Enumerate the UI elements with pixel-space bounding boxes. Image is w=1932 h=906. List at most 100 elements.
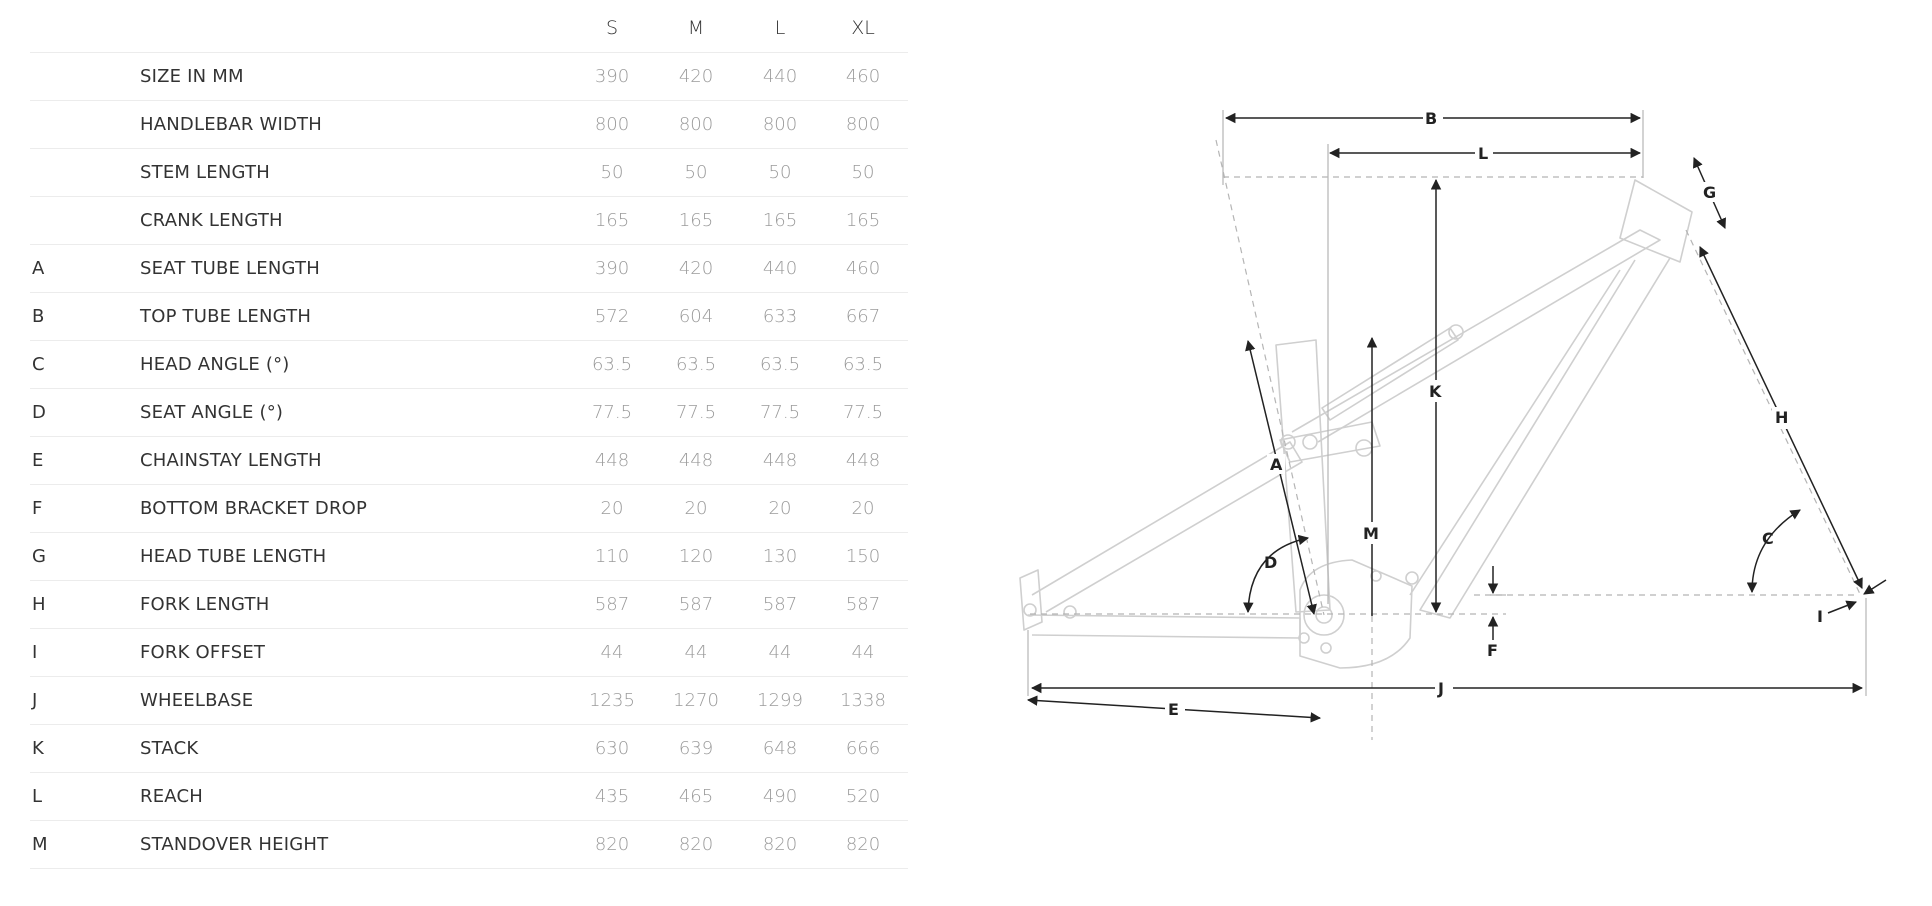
value-s: 390 [594, 66, 630, 87]
value-s: 50 [600, 162, 624, 183]
dimension-letter: J [32, 690, 38, 711]
dim-i-upper-arrow [1863, 579, 1887, 595]
rear-axle-outline [1023, 603, 1037, 617]
value-s: 63.5 [591, 354, 633, 375]
value-l: 1299 [757, 690, 803, 711]
value-xl: 820 [845, 834, 881, 855]
stay-pivot-outline [1063, 605, 1077, 619]
dim-label-k: K [1429, 382, 1442, 401]
m-knockout [1361, 522, 1383, 544]
dimension-letter: L [32, 786, 43, 807]
dimension-label: REACH [140, 786, 203, 807]
guide-lines [1030, 139, 1861, 740]
value-m: 820 [678, 834, 714, 855]
value-s: 448 [594, 450, 630, 471]
frame-geometry-diagram: B L K M A G H C D E F I J [980, 90, 1900, 770]
dimension-label: HANDLEBAR WIDTH [140, 114, 322, 135]
value-m: 639 [678, 738, 714, 759]
value-m: 20 [684, 498, 708, 519]
value-m: 165 [678, 210, 714, 231]
dimension-label: STACK [140, 738, 199, 759]
dim-label-e: E [1168, 700, 1179, 719]
dimension-letter: G [32, 546, 46, 567]
link-pivot-2-outline [1302, 434, 1318, 450]
down-tube-outline [1419, 257, 1671, 619]
value-s: 630 [594, 738, 630, 759]
chainstay-bolt-outline [1405, 571, 1419, 585]
dim-label-j: J [1437, 679, 1444, 698]
a-knockout [1267, 454, 1285, 474]
value-s: 435 [594, 786, 630, 807]
dim-d-arc [1243, 534, 1310, 614]
value-l: 440 [762, 66, 798, 87]
dimension-label: HEAD TUBE LENGTH [140, 546, 327, 567]
dimension-lines [1026, 112, 1887, 723]
dimension-label: SEAT ANGLE (°) [140, 402, 284, 423]
value-m: 420 [678, 66, 714, 87]
h-knockout [1772, 407, 1792, 429]
value-l: 165 [762, 210, 798, 231]
value-xl: 800 [845, 114, 881, 135]
value-l: 50 [768, 162, 792, 183]
value-m: 120 [678, 546, 714, 567]
dimension-letter: C [32, 354, 45, 375]
dimension-label: WHEELBASE [140, 690, 254, 711]
value-s: 165 [594, 210, 630, 231]
value-s: 800 [594, 114, 630, 135]
dimension-label: STEM LENGTH [140, 162, 270, 183]
value-s: 20 [600, 498, 624, 519]
value-m: 604 [678, 306, 714, 327]
seat-stay-outline [1031, 441, 1303, 613]
dim-c-arc [1746, 509, 1801, 594]
head-tube-outline [1619, 179, 1693, 263]
dim-label-h: H [1775, 408, 1788, 427]
value-l: 648 [762, 738, 798, 759]
value-m: 77.5 [675, 402, 717, 423]
value-m: 465 [678, 786, 714, 807]
value-l: 130 [762, 546, 798, 567]
size-header-s: S [605, 17, 619, 39]
value-xl: 44 [851, 642, 875, 663]
e-knockout [1165, 699, 1185, 719]
dimension-label: FORK LENGTH [140, 594, 270, 615]
value-xl: 20 [851, 498, 875, 519]
size-header-l: L [774, 17, 786, 39]
seat-angle-guide-line [1215, 139, 1325, 616]
motor-bolt-1-outline [1370, 570, 1382, 582]
dim-label-c: C [1762, 529, 1774, 548]
rear-shock-outline [1321, 327, 1459, 421]
value-l: 440 [762, 258, 798, 279]
dim-label-m: M [1363, 524, 1379, 543]
value-xl: 460 [845, 66, 881, 87]
value-s: 110 [594, 546, 630, 567]
value-xl: 448 [845, 450, 881, 471]
size-header-xl: XL [851, 17, 875, 39]
bike-frame-outline [1019, 179, 1693, 669]
value-m: 44 [684, 642, 708, 663]
dim-label-i: I [1817, 607, 1823, 626]
top-tube-outline [1291, 229, 1661, 443]
value-l: 448 [762, 450, 798, 471]
value-xl: 150 [845, 546, 881, 567]
shock-eye-outline [1448, 324, 1464, 340]
l-knockout [1475, 143, 1493, 163]
dimension-label: CRANK LENGTH [140, 210, 283, 231]
value-xl: 1338 [840, 690, 886, 711]
dimension-label: SEAT TUBE LENGTH [140, 258, 320, 279]
value-m: 50 [684, 162, 708, 183]
value-l: 587 [762, 594, 798, 615]
dimension-labels: B L K M A G H C D E F I J [1168, 109, 1823, 719]
value-l: 800 [762, 114, 798, 135]
b-knockout [1423, 108, 1443, 128]
